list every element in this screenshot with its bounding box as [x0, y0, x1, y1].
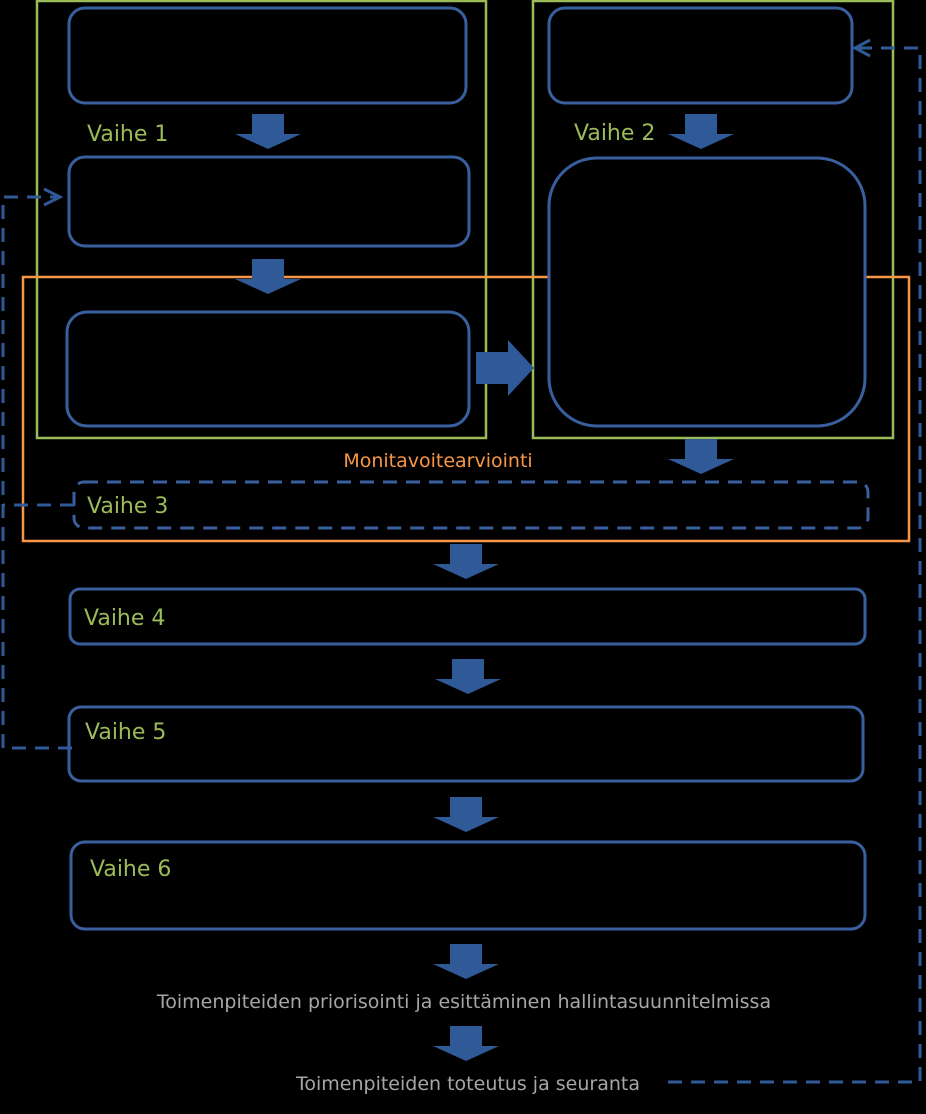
phase-1-box-c: [65, 310, 471, 428]
down-arrow-icon: [435, 659, 501, 694]
feedback-line-right: [668, 46, 922, 1084]
phase-1-frame: [35, 0, 488, 440]
phase-1-box-a: [67, 6, 468, 105]
down-arrow-icon: [433, 944, 499, 979]
right-arrow-icon: [476, 340, 534, 396]
feedback-line-left: [1, 195, 72, 750]
feedback-arrowhead-right: [851, 38, 871, 58]
phase-5-label: Vaihe 5: [85, 720, 166, 745]
phase-2-box-b: [547, 156, 867, 428]
down-arrow-icon: [433, 1026, 499, 1061]
feedback-arrowhead-left: [43, 187, 64, 207]
phase-4-box: [68, 587, 867, 646]
phase-3-box: [72, 480, 870, 530]
down-arrow-icon: [433, 544, 499, 579]
implementation-caption: Toimenpiteiden toteutus ja seuranta: [295, 1073, 640, 1095]
phase-3-label: Vaihe 3: [87, 494, 168, 519]
phase-4-label: Vaihe 4: [84, 606, 165, 631]
phase-6-box: [69, 840, 867, 931]
down-arrow-icon: [433, 797, 499, 832]
prioritization-caption: Toimenpiteiden priorisointi ja esittämin…: [156, 991, 771, 1013]
phase-2-label: Vaihe 2: [574, 121, 655, 146]
down-arrow-icon: [668, 114, 734, 149]
phase-1-box-b: [67, 155, 471, 248]
multi-criteria-frame: [21, 275, 911, 543]
phase-1-label: Vaihe 1: [87, 122, 168, 147]
down-arrow-icon: [235, 259, 301, 294]
down-arrow-icon: [668, 439, 734, 474]
multi-criteria-label: Monitavoitearviointi: [343, 450, 532, 472]
phase-2-frame: [531, 0, 895, 440]
phase-5-box: [67, 705, 865, 783]
phase-6-label: Vaihe 6: [90, 857, 171, 882]
down-arrow-icon: [235, 114, 301, 149]
phase-2-box-a: [547, 6, 854, 105]
